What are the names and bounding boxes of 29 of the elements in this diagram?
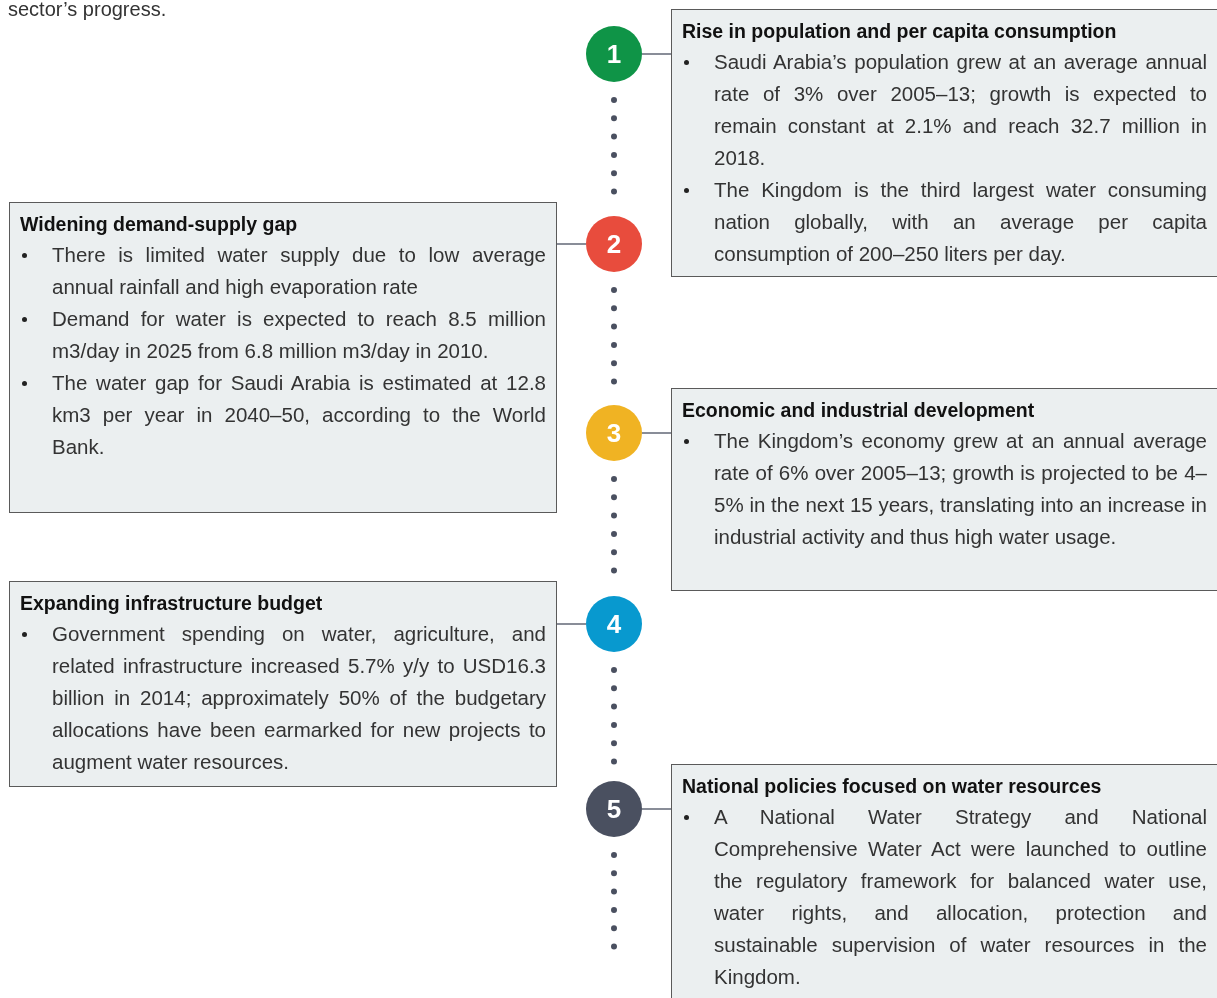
step-number-circle: 1 [586,26,642,82]
card-heading: Widening demand-supply gap [20,212,299,237]
connector-line [641,53,672,55]
info-card [671,388,1217,591]
bullet-text: There is limited water supply due to low average annual rainfall and high evaporation rate [52,243,546,298]
bullet-text: Saudi Arabia’s population grew at an average annual rate of 3% over 2005–13; growth is expected to remain constant at 2.1% and reach 32.7 million in 2018. [714,50,1207,169]
step-number-circle: 2 [586,216,642,272]
step-number-circle: 5 [586,781,642,837]
step-number-circle: 3 [586,405,642,461]
connector-line [641,808,672,810]
card-heading: Rise in population and per capita consumption [682,19,1118,44]
bullet-text: Demand for water is expected to reach 8.5 million m3/day in 2025 from 6.8 million m3/day in 2010. [52,307,546,362]
bullet-text: Government spending on water, agriculture, and related infrastructure increased 5.7% y/y to USD16.3 billion in 2014; approximately 50% of the budgetary allocations have been earmarked for new projects to augment water resources. [52,622,546,773]
info-card [671,9,1217,277]
connector-line [556,623,587,625]
bullet-text: The water gap for Saudi Arabia is estimated at 12.8 km3 per year in 2040–50, according to the World Bank. [52,371,546,458]
bullet-text: The Kingdom’s economy grew at an annual average rate of 6% over 2005–13; growth is projected to be 4–5% in the next 15 years, translating into an increase in industrial activity and thus high water usage. [714,429,1207,548]
bullet-text: The Kingdom is the third largest water consuming nation globally, with an average per capita consumption of 200–250 liters per day. [714,178,1207,265]
card-heading: Expanding infrastructure budget [20,591,324,616]
connector-line [641,432,672,434]
connector-line [556,243,587,245]
step-number-circle: 4 [586,596,642,652]
info-card [9,202,557,513]
bullet-text: A National Water Strategy and National Comprehensive Water Act were launched to outline the regulatory framework for balanced water use, water rights, and allocation, protection and sustainable supervision of water resources in the Kingdom. [714,805,1207,988]
intro-text: sector’s progress. [8,0,167,20]
info-card [671,764,1217,998]
info-card [9,581,557,787]
card-heading: Economic and industrial development [682,398,1036,423]
card-heading: National policies focused on water resources [682,774,1103,799]
